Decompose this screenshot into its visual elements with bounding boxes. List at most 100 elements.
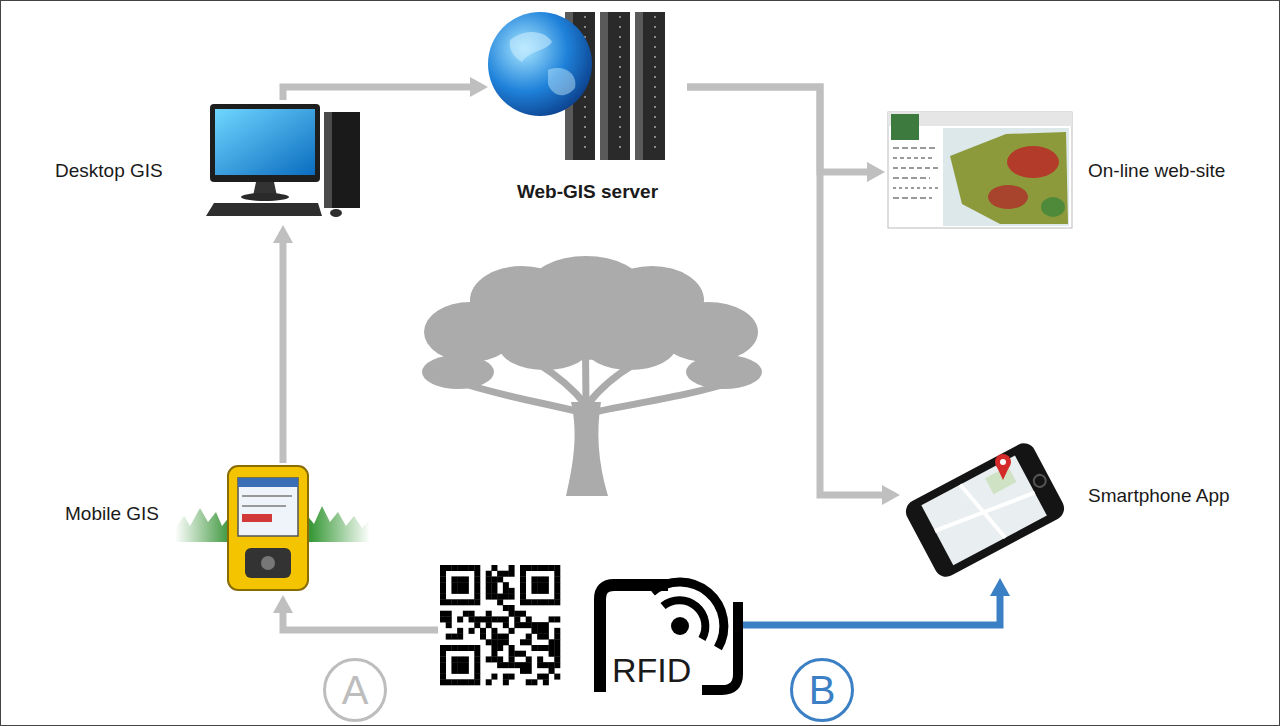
qr-code-module	[514, 622, 520, 628]
qr-code-module	[497, 571, 503, 577]
qr-code-module	[491, 582, 497, 588]
qr-code-module	[520, 565, 526, 571]
qr-code-module	[543, 645, 549, 651]
qr-code-module	[509, 662, 515, 668]
qr-code-module	[514, 651, 520, 657]
qr-code-module	[491, 594, 497, 600]
qr-code-module	[457, 679, 463, 685]
qr-code-module	[486, 656, 492, 662]
flow-arrow	[687, 87, 882, 495]
qr-code-module	[486, 588, 492, 594]
qr-code-module	[509, 594, 515, 600]
qr-code-symbol	[440, 565, 560, 685]
qr-code-module	[531, 582, 537, 588]
desktop-computer-icon	[210, 104, 320, 182]
qr-code-module	[474, 582, 480, 588]
desktop-computer-icon	[324, 112, 360, 208]
desktop-computer-icon	[215, 109, 315, 175]
qr-code-module	[451, 599, 457, 605]
qr-code-module	[537, 674, 543, 680]
qr-code-module	[486, 594, 492, 600]
smartphone-icon	[902, 439, 1069, 581]
qr-code-module	[520, 571, 526, 577]
qr-code-module	[514, 616, 520, 622]
qr-code-module	[451, 565, 457, 571]
qr-code-module	[503, 594, 509, 600]
smartphone-icon	[1000, 459, 1006, 465]
qr-code-module	[503, 662, 509, 668]
qr-code-module	[526, 668, 532, 674]
qr-code-module	[463, 668, 469, 674]
qr-code-module	[520, 668, 526, 674]
qr-code-module	[446, 679, 452, 685]
callout-letter: A	[326, 661, 384, 719]
desktop-computer-icon	[324, 112, 332, 208]
qr-code-module	[526, 634, 532, 640]
qr-code-module	[451, 588, 457, 594]
qr-code-module	[554, 628, 560, 634]
qr-code-module	[463, 599, 469, 605]
qr-code-module	[526, 622, 532, 628]
qr-code-module	[531, 565, 537, 571]
smartphone-icon	[1032, 473, 1048, 489]
rfid-symbol	[652, 582, 724, 648]
qr-code-module	[497, 656, 503, 662]
qr-code-module	[474, 599, 480, 605]
qr-code-module	[469, 611, 475, 617]
qr-code-module	[440, 588, 446, 594]
qr-code-module	[554, 651, 560, 657]
qr-code-module	[451, 656, 457, 662]
qr-code-module	[549, 645, 555, 651]
qr-code-module	[457, 634, 463, 640]
qr-code-module	[486, 639, 492, 645]
qr-code-module	[537, 645, 543, 651]
qr-code-module	[469, 679, 475, 685]
qr-code-module	[503, 674, 509, 680]
qr-code-module	[520, 662, 526, 668]
qr-code-module	[503, 679, 509, 685]
qr-code-module	[503, 571, 509, 577]
web-gis-server-node: Web-GIS server	[488, 5, 687, 215]
flow-arrow	[283, 613, 438, 630]
qr-code-module	[543, 565, 549, 571]
qr-code-module	[440, 662, 446, 668]
flow-arrow	[743, 596, 1000, 625]
qr-code-module	[463, 582, 469, 588]
qr-code-module	[440, 645, 446, 651]
qr-code-module	[463, 576, 469, 582]
qr-code-module	[491, 656, 497, 662]
qr-code-module	[457, 616, 463, 622]
smartphone-icon	[996, 465, 1010, 480]
desktop-computer-icon	[330, 209, 342, 217]
qr-code-module	[509, 651, 515, 657]
qr-code-module	[543, 662, 549, 668]
qr-code-module	[451, 634, 457, 640]
qr-code-module	[531, 645, 537, 651]
qr-code-module	[543, 628, 549, 634]
qr-code-module	[474, 645, 480, 651]
qr-code-module	[503, 639, 509, 645]
qr-code-module	[537, 634, 543, 640]
desktop-computer-icon	[206, 203, 322, 216]
qr-code-module	[549, 565, 555, 571]
server-icon	[510, 32, 552, 62]
qr-code-module	[491, 565, 497, 571]
mobile-gis-device-icon	[245, 548, 291, 578]
qr-code-module	[446, 622, 452, 628]
qr-code-module	[554, 645, 560, 651]
qr-code-module	[440, 611, 446, 617]
qr-code-module	[543, 588, 549, 594]
website-screenshot-icon	[1007, 146, 1059, 178]
node-label: On-line web-site	[1088, 160, 1225, 182]
qr-code-module	[480, 628, 486, 634]
rfid-symbol	[663, 600, 705, 639]
website-screenshot-icon	[888, 112, 1072, 228]
qr-code-module	[463, 679, 469, 685]
website-screenshot-icon	[893, 157, 934, 159]
qr-code-module	[491, 645, 497, 651]
qr-code-module	[440, 565, 446, 571]
node-label: Mobile GIS	[65, 503, 159, 525]
qr-code-module	[531, 576, 537, 582]
website-screenshot-icon	[950, 132, 1068, 224]
qr-code-module	[491, 634, 497, 640]
